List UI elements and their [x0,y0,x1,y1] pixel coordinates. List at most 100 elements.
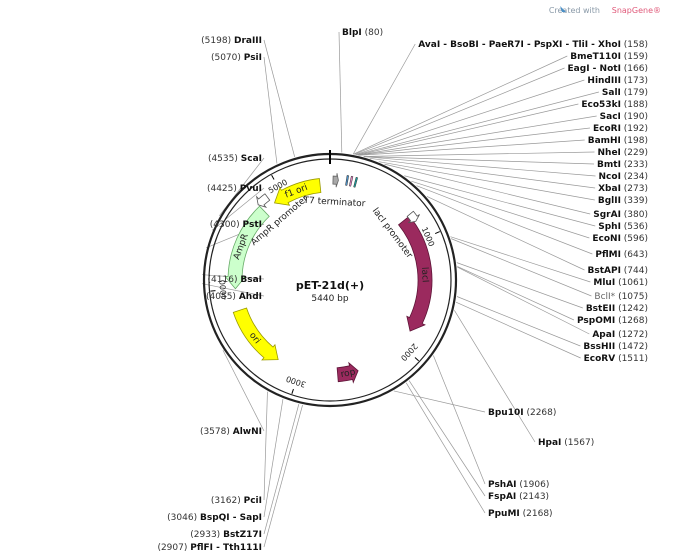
feature-ampr-promoter [255,193,271,209]
site-leader [411,180,590,239]
site-leader [358,127,591,156]
feature-label: T7 terminator [302,196,366,210]
feature-label: lacI [419,267,430,283]
site-leader [404,175,596,227]
tick-label: 3000 [285,374,307,389]
site-leader [263,56,278,164]
snapgene-credit[interactable]: Created with SnapGene® [549,6,661,15]
site-label-saci[interactable]: SacI (190) [600,112,648,122]
site-leader [456,296,581,347]
site-leader [457,266,590,335]
site-leader [352,43,416,155]
site-leader [355,79,585,155]
site-label-bsai[interactable]: (4116) BsaI [208,275,262,285]
site-labels[interactable]: BlpI (80) AvaI - BsoBI - PaeR7I - PspXI -… [157,28,648,553]
feature-label: rop [340,367,357,380]
site-leader-lines [201,31,600,548]
site-leader [369,157,596,189]
site-label-sphi[interactable]: SphI (536) [598,222,648,232]
site-label-sgrai[interactable]: SgrAI (380) [593,210,648,220]
site-label-apai[interactable]: ApaI (1272) [592,330,648,340]
site-label-pflfi-tth111i[interactable]: (2907) PflFI - Tth111I [157,543,262,553]
site-leader [384,163,591,215]
site-label-xbai[interactable]: XbaI (273) [598,184,648,194]
snapgene-logo-icon [560,6,566,12]
site-label-avai-bsobi-paer7i-pspxi-tlii-xhoi[interactable]: AvaI - BsoBI - PaeR7I - PspXI - TliI - X… [418,40,648,50]
site-leader [456,262,583,309]
mcs-block [345,175,350,186]
site-leader [263,404,300,535]
tick-label: 2000 [399,342,419,363]
site-label-bmti[interactable]: BmtI (233) [597,160,648,170]
site-leader [353,55,568,155]
site-label-fspai[interactable]: FspAI (2143) [488,492,549,502]
site-leader [416,185,593,255]
feature-t7-terminator [332,173,339,188]
site-label-pspomi[interactable]: PspOMI (1268) [577,316,648,326]
site-label-bstapi[interactable]: BstAPI (744) [587,266,648,276]
site-leader [338,31,343,153]
site-label-ecorv[interactable]: EcoRV (1511) [584,354,648,364]
site-label-bcli-[interactable]: BclI* (1075) [594,292,648,302]
site-leader [433,355,486,485]
site-label-pshai[interactable]: PshAI (1906) [488,480,549,490]
site-label-bpu10i[interactable]: Bpu10I (2268) [488,408,556,418]
credit-prefix: Created with [549,6,600,15]
mcs-block [348,175,354,187]
site-label-psii[interactable]: (5070) PsiI [211,53,262,63]
site-label-pflmi[interactable]: PflMI (643) [595,250,648,260]
tick-label: 4000 [218,279,229,300]
feature-laci [397,215,433,332]
site-leader [263,391,268,501]
site-label-bamhi[interactable]: BamHI (198) [588,136,648,146]
site-label-ncoi[interactable]: NcoI (234) [599,172,648,182]
tick-mark [291,388,294,394]
site-label-blpi[interactable]: BlpI (80) [342,28,383,38]
site-leader [354,67,565,155]
site-label-draiii[interactable]: (5198) DraIII [201,36,262,46]
site-label-bmet110i[interactable]: BmeT110I (159) [570,52,648,62]
site-leader [393,390,486,413]
site-leader [455,301,581,359]
site-label-ecori[interactable]: EcoRI (192) [593,124,648,134]
site-label-eco53ki[interactable]: Eco53kI (188) [581,100,648,110]
site-leader [222,349,265,432]
site-leader [263,398,284,518]
feature-ampr [224,205,270,290]
site-leader [364,156,595,165]
site-leader [450,238,592,297]
site-label-bsteii[interactable]: BstEII (1242) [586,304,648,314]
feature-f1-ori [273,178,322,206]
site-label-bstz17i[interactable]: (2933) BstZ17I [190,530,262,540]
site-leader [211,187,265,231]
site-label-scai[interactable]: (4535) ScaI [208,154,262,164]
site-leader [378,161,595,201]
site-leader [450,236,591,283]
site-label-pcii[interactable]: (3162) PciI [211,496,262,506]
site-leader [454,310,536,443]
site-label-alwni[interactable]: (3578) AlwNI [200,427,262,437]
site-leader [263,404,303,548]
site-label-sali[interactable]: SalI (179) [602,88,648,98]
site-label-hindiii[interactable]: HindIII (173) [587,76,648,86]
site-label-mlui[interactable]: MluI (1061) [593,278,648,288]
site-label-eagi-noti[interactable]: EagI - NotI (166) [568,64,648,74]
site-leader [426,196,585,271]
site-label-hpai[interactable]: HpaI (1567) [538,438,594,448]
site-label-bglii[interactable]: BglII (339) [598,196,648,206]
site-label-ahdi[interactable]: (4055) AhdI [206,292,262,302]
site-label-bsshii[interactable]: BssHII (1472) [583,342,648,352]
site-label-ppumi[interactable]: PpuMI (2168) [488,509,553,519]
feature-laci-promoter [406,210,420,224]
mcs-block [353,176,359,188]
site-leader [457,266,575,321]
site-label-pvui[interactable]: (4425) PvuI [207,184,262,194]
site-label-psti[interactable]: (4300) PstI [210,220,262,230]
site-label-nhei[interactable]: NheI (229) [598,148,648,158]
site-leader [405,382,486,514]
tick-mark [271,174,275,180]
site-label-econi[interactable]: EcoNI (596) [592,234,648,244]
site-leader [408,380,486,497]
site-label-bspqi-sapi[interactable]: (3046) BspQI - SapI [167,513,262,523]
